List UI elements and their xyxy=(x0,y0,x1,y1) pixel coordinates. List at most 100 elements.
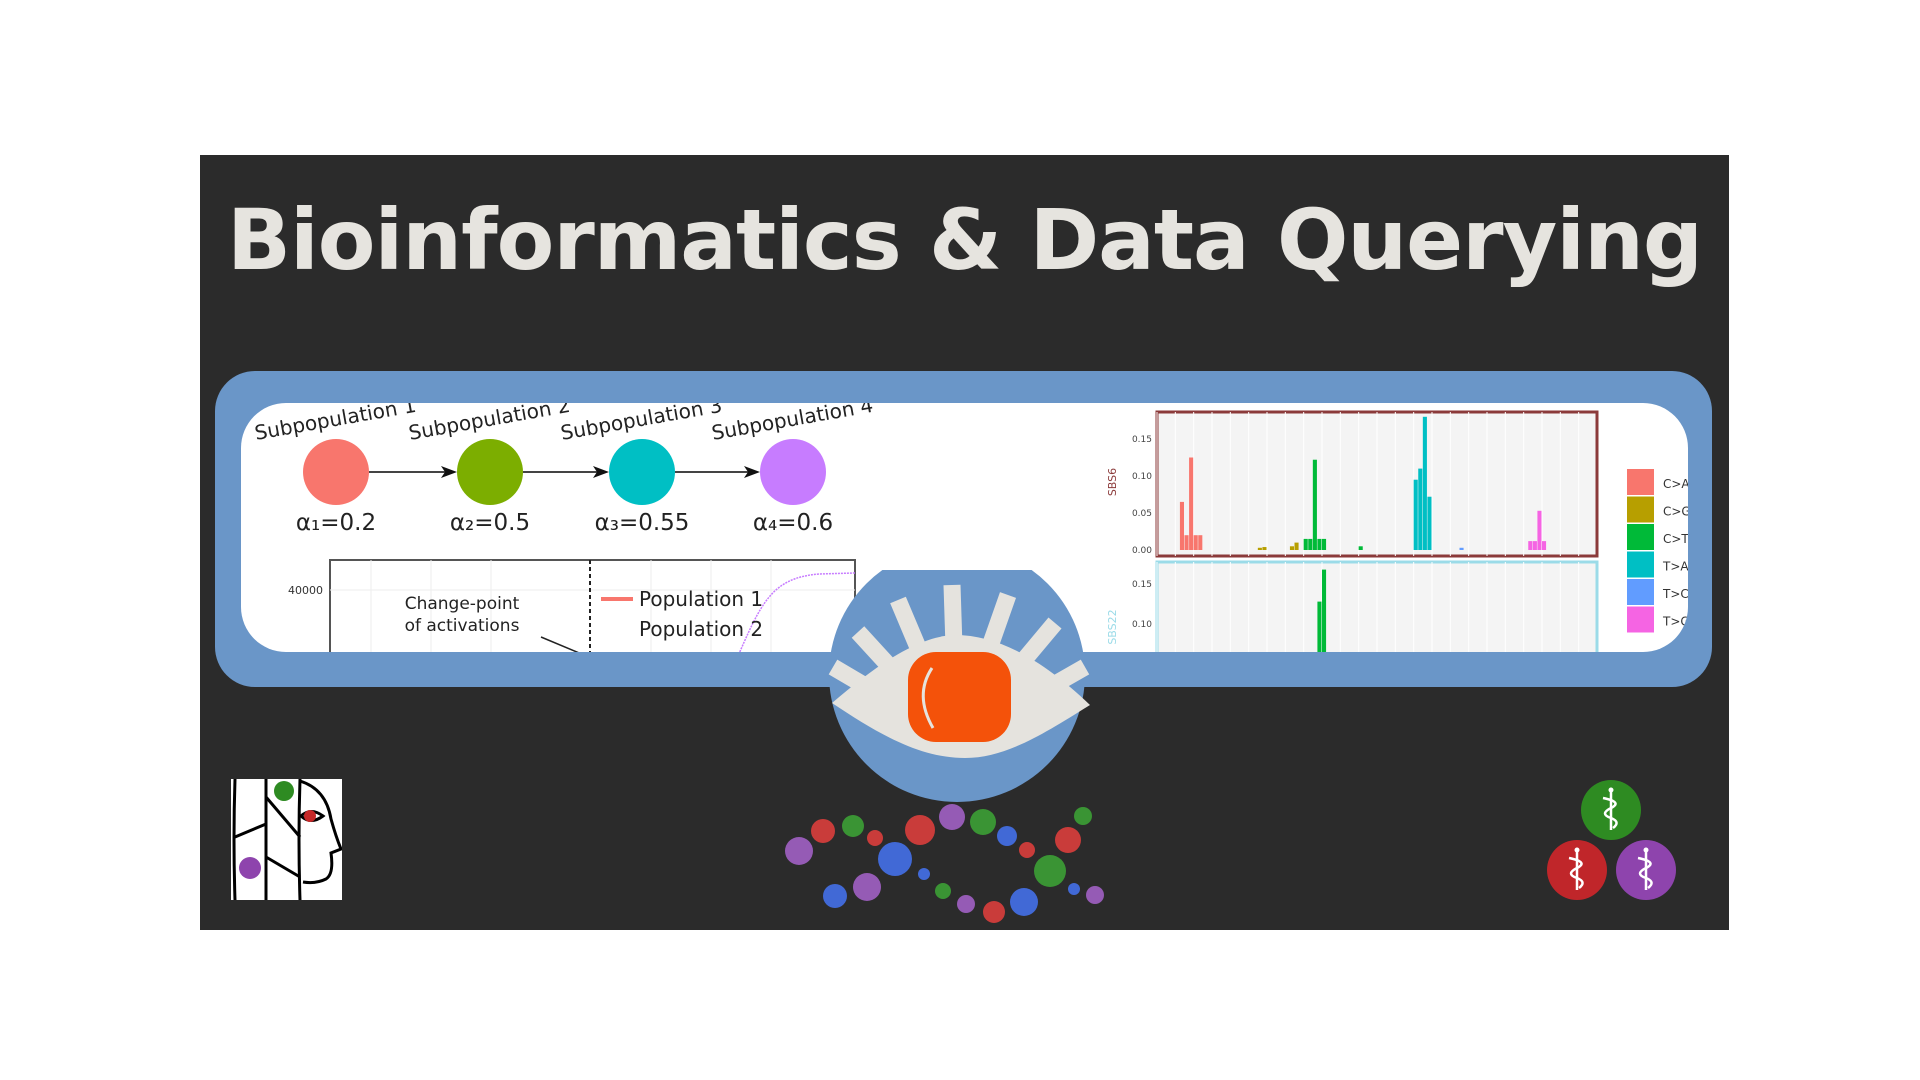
signature-bar xyxy=(1413,479,1418,550)
signature-bar xyxy=(1537,510,1542,550)
eye-iris xyxy=(908,652,1011,742)
panel-label: SBS22 xyxy=(1106,609,1119,644)
arrow-head-icon xyxy=(441,466,457,478)
legend-label: C>A xyxy=(1663,477,1688,491)
signature-bar xyxy=(1542,541,1547,550)
signature-bar xyxy=(1322,538,1327,550)
legend-swatch xyxy=(1627,551,1654,578)
dot-decoration xyxy=(957,895,975,913)
signature-bar xyxy=(1303,538,1308,550)
signature-bar xyxy=(1262,547,1267,550)
signature-bar xyxy=(1418,468,1423,550)
legend-swatch xyxy=(1627,496,1654,523)
red-caduceus-icon xyxy=(1547,840,1607,900)
signature-bar xyxy=(1179,501,1184,550)
signature-bar xyxy=(1422,416,1427,550)
signature-bar xyxy=(1289,546,1294,550)
signature-bar xyxy=(1532,541,1537,550)
arrow-head-icon xyxy=(593,466,609,478)
legend-swatch xyxy=(1627,606,1654,633)
dot-decoration xyxy=(1010,888,1038,916)
snake xyxy=(1602,796,1618,829)
signature-bar xyxy=(1198,535,1203,550)
eye-highlight xyxy=(921,667,935,729)
subpopulation-label: Subpopulation 1 xyxy=(253,403,418,445)
dot-decoration xyxy=(970,809,996,835)
subpopulation-node xyxy=(457,439,523,505)
y-tick-label: 0.15 xyxy=(1132,580,1152,590)
annotation-text: of activations xyxy=(405,616,520,636)
alpha-label: α₃=0.55 xyxy=(595,510,690,536)
y-tick-label: 0.10 xyxy=(1132,472,1152,482)
legend-swatch xyxy=(1627,469,1654,495)
dot-decoration xyxy=(918,868,930,880)
legend-label: T>C xyxy=(1662,587,1688,601)
alpha-label: α₂=0.5 xyxy=(450,510,530,536)
legend-label: Population 2 xyxy=(639,617,763,641)
signature-bar xyxy=(1427,496,1432,550)
subpopulation-node xyxy=(303,439,369,505)
dot-decoration xyxy=(1068,883,1080,895)
dot-decoration xyxy=(1086,886,1104,904)
subpopulation-label: Subpopulation 3 xyxy=(559,403,724,445)
panel-label: SBS6 xyxy=(1106,468,1119,496)
legend-label: T>A xyxy=(1662,560,1688,574)
dot-decoration xyxy=(1019,842,1035,858)
red-eye-icon xyxy=(304,810,316,822)
activation-plot-frame xyxy=(329,559,856,652)
signature-bar xyxy=(1294,542,1299,550)
signature-bar xyxy=(1528,541,1533,550)
signature-bar xyxy=(1358,546,1363,550)
page-title: Bioinformatics & Data Querying xyxy=(226,191,1703,289)
green-caduceus-icon xyxy=(1581,780,1641,840)
dot-decoration xyxy=(939,804,965,830)
legend-label: Population 1 xyxy=(639,587,763,611)
signature-bar xyxy=(1184,535,1189,550)
y-tick-label: 0.05 xyxy=(1132,509,1152,519)
y-tick-label: 0.10 xyxy=(1132,620,1152,630)
legend-swatch xyxy=(1627,524,1654,550)
legend-label: C>G xyxy=(1663,505,1688,519)
dot-decoration xyxy=(811,819,835,843)
dot-decoration xyxy=(823,884,847,908)
arrow-head-icon xyxy=(744,466,760,478)
legend-label: C>T xyxy=(1663,532,1688,546)
subpopulation-label: Subpopulation 2 xyxy=(407,403,572,445)
dot-decoration xyxy=(878,842,912,876)
purple-caduceus-icon xyxy=(1616,840,1676,900)
dot-decoration xyxy=(1055,827,1081,853)
signature-bar xyxy=(1459,547,1464,550)
signature-bar xyxy=(1317,538,1322,550)
signature-bar xyxy=(1257,547,1262,550)
staff-top xyxy=(1608,787,1614,793)
eye-logo xyxy=(785,570,1104,923)
legend-swatch xyxy=(1627,579,1654,605)
annotation-text: Change-point xyxy=(405,594,520,614)
dot-decoration xyxy=(905,815,935,845)
dot-decoration xyxy=(867,830,883,846)
legend-label: T>G xyxy=(1662,615,1688,629)
signature-bar xyxy=(1317,601,1322,652)
dna-dots-decoration xyxy=(785,804,1104,923)
signature-bar xyxy=(1322,569,1327,652)
staff-top xyxy=(1574,847,1580,853)
y-tick-label: 40000 xyxy=(288,584,323,597)
subpopulation-node xyxy=(609,439,675,505)
signature-bar xyxy=(1193,535,1198,550)
signature-bar xyxy=(1308,538,1313,550)
snake xyxy=(1637,856,1653,889)
staff-top xyxy=(1643,847,1649,853)
subpopulation-label: Subpopulation 4 xyxy=(710,403,875,445)
dot-decoration xyxy=(983,901,1005,923)
snake xyxy=(1568,856,1584,889)
subpopulation-node xyxy=(760,439,826,505)
head-profile-logo xyxy=(231,779,342,900)
dot-decoration xyxy=(1074,807,1092,825)
dot-decoration xyxy=(1034,855,1066,887)
alpha-label: α₄=0.6 xyxy=(753,510,833,536)
dot-decoration xyxy=(997,826,1017,846)
dot-decoration xyxy=(842,815,864,837)
signature-bar xyxy=(1189,457,1194,550)
